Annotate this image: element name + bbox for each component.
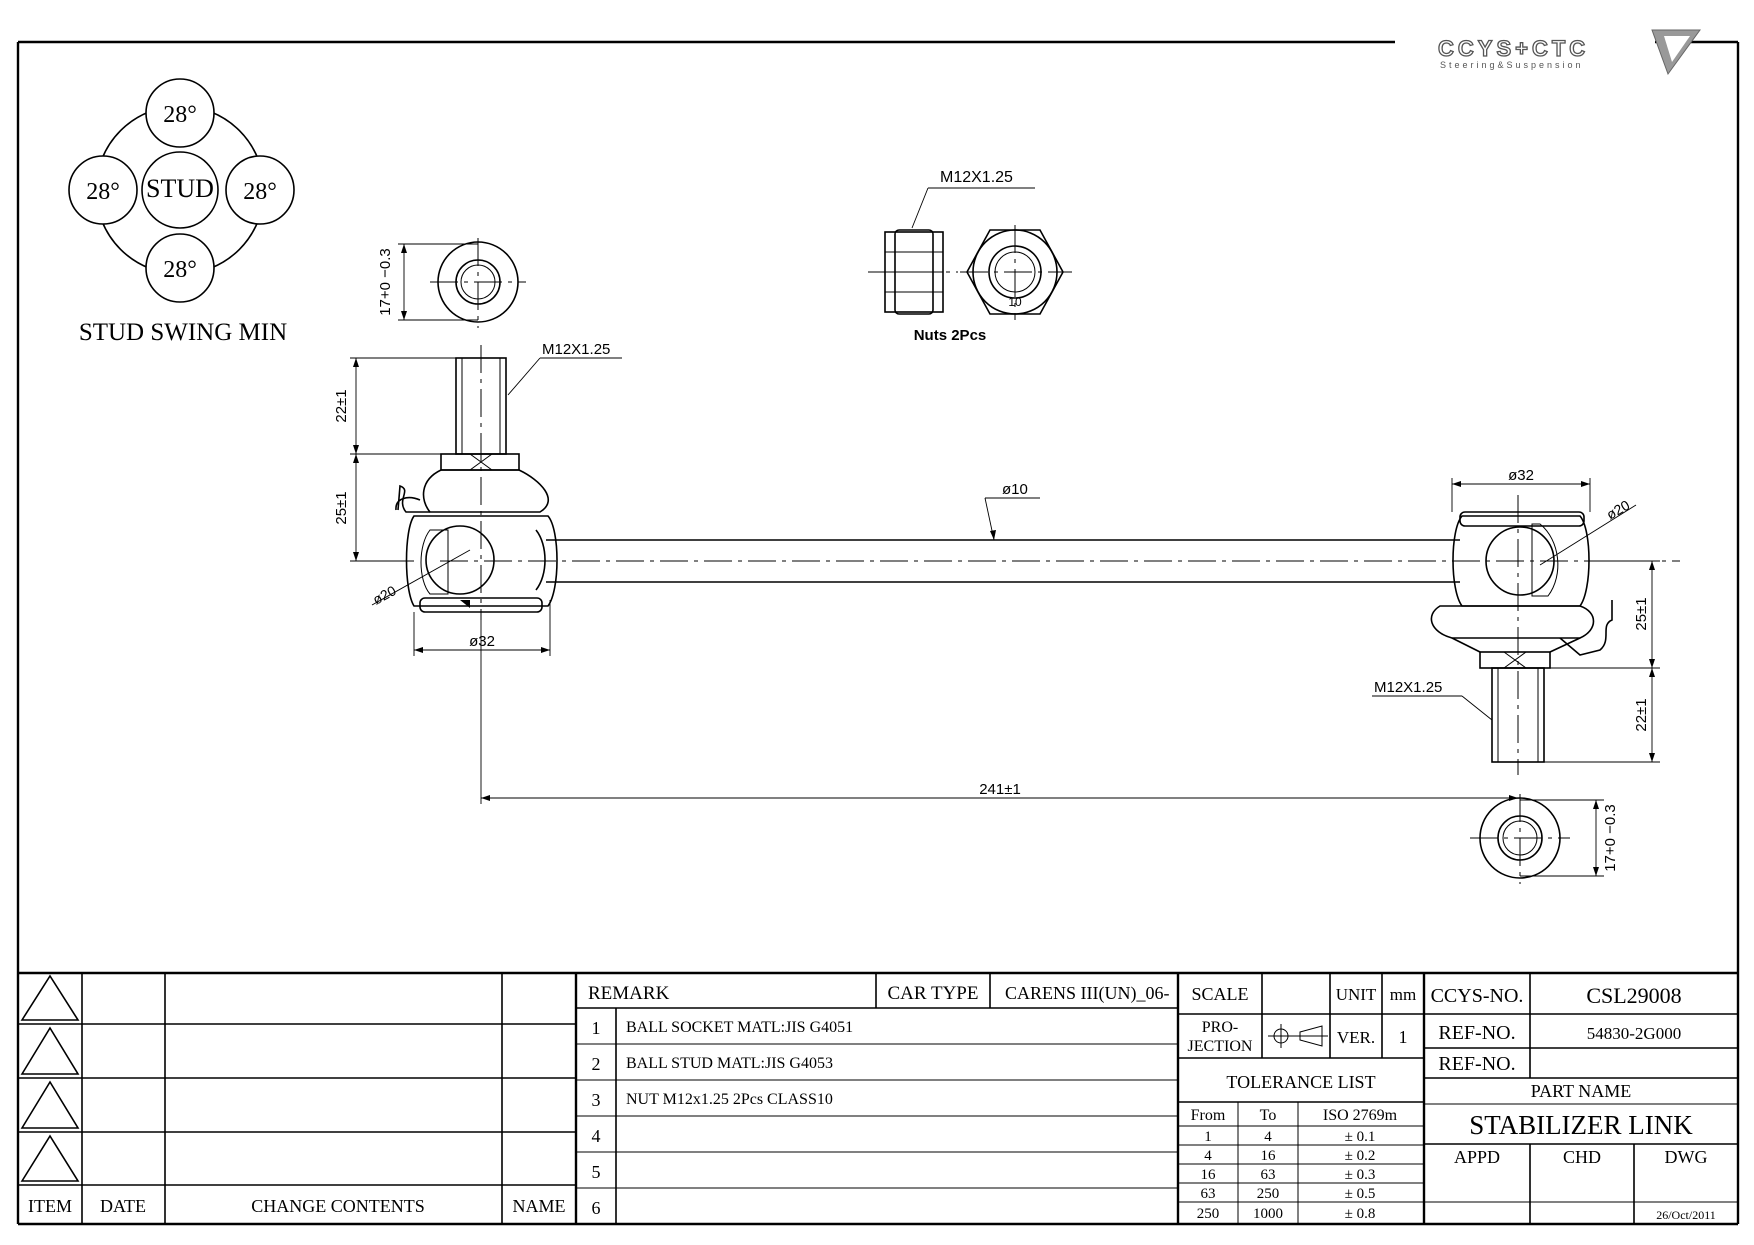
nut-thread-label: M12X1.25: [940, 169, 1013, 186]
tol-cell: 16: [1261, 1148, 1277, 1164]
dimension-annotations: M12X1.25 22±1 25±1 ø20 ø32 ø10 ø32 ø20: [333, 341, 1660, 804]
unit-value: mm: [1390, 985, 1416, 1004]
overall-length: 241±1: [979, 781, 1021, 798]
right-bushing-dim: 17+0 −0.3: [1602, 804, 1619, 872]
remark-no: 4: [592, 1126, 601, 1146]
tol-cell: 1: [1204, 1129, 1212, 1145]
ccys-no-value: CSL29008: [1586, 983, 1681, 1008]
tol-cell: ± 0.1: [1345, 1129, 1376, 1145]
tol-cell: 4: [1204, 1148, 1212, 1164]
tol-header-to: To: [1260, 1107, 1277, 1124]
car-type-value: CARENS III(UN)_06-: [1005, 983, 1169, 1004]
left-ball-joint: [395, 345, 558, 620]
tol-cell: ± 0.2: [1345, 1148, 1376, 1164]
tol-cell: ± 0.8: [1345, 1206, 1376, 1222]
left-height: 25±1: [333, 491, 350, 524]
remark-text: BALL SOCKET MATL:JIS G4051: [626, 1019, 853, 1036]
left-bushing-view: 17+0 −0.3: [377, 238, 526, 328]
projection-label-1: PRO-: [1202, 1019, 1238, 1036]
tol-header-from: From: [1191, 1107, 1226, 1124]
part-name-value: STABILIZER LINK: [1469, 1110, 1693, 1140]
part-info-block: CCYS-NO. CSL29008 REF-NO. 54830-2G000 RE…: [1424, 973, 1738, 1224]
part-name-label: PART NAME: [1531, 1081, 1631, 1101]
rev-header-name: NAME: [513, 1196, 566, 1216]
tol-cell: ± 0.5: [1345, 1186, 1376, 1202]
ref-no-label: REF-NO.: [1438, 1022, 1515, 1044]
tol-cell: 63: [1261, 1167, 1276, 1183]
appd-label: APPD: [1454, 1147, 1500, 1167]
remarks-table: REMARK CAR TYPE CARENS III(UN)_06- 1 BAL…: [576, 973, 1178, 1224]
left-thread-length: 22±1: [333, 389, 350, 422]
stabilizer-rod: [440, 539, 1680, 583]
remark-no: 6: [592, 1198, 601, 1218]
swing-angle-left: 28°: [86, 179, 120, 205]
title-block: ITEM DATE CHANGE CONTENTS NAME REMARK CA…: [18, 971, 1738, 1224]
left-thread-label: M12X1.25: [542, 341, 610, 358]
right-thread-label: M12X1.25: [1374, 679, 1442, 696]
revision-triangle-icon: [20, 1134, 80, 1182]
revision-triangle-icon: [20, 974, 80, 1021]
remark-no: 2: [592, 1054, 601, 1074]
rev-header-change: CHANGE CONTENTS: [251, 1196, 425, 1216]
right-outer-dia: ø32: [1508, 467, 1534, 484]
tolerance-title: TOLERANCE LIST: [1226, 1072, 1375, 1092]
tol-cell: 63: [1201, 1186, 1216, 1202]
remark-header: REMARK: [588, 983, 670, 1004]
swing-center-label: STUD: [146, 174, 214, 203]
chd-label: CHD: [1563, 1147, 1601, 1167]
remark-text: NUT M12x1.25 2Pcs CLASS10: [626, 1091, 833, 1108]
ver-value: 1: [1399, 1027, 1408, 1047]
nut-views: M12X1.25 10 Nuts 2Pcs: [868, 169, 1072, 344]
tol-cell: 16: [1201, 1167, 1217, 1183]
tol-cell: 250: [1257, 1186, 1280, 1202]
remark-no: 1: [592, 1018, 601, 1038]
right-ball-joint: [1430, 495, 1613, 775]
revision-triangle-icon: [20, 1080, 80, 1129]
left-bushing-dim: 17+0 −0.3: [377, 248, 394, 316]
nut-size-label: 10: [1008, 295, 1022, 309]
right-thread-length: 22±1: [1633, 698, 1650, 731]
left-outer-dia: ø32: [469, 633, 495, 650]
nuts-caption: Nuts 2Pcs: [914, 327, 987, 344]
sheet-border: [16, 40, 1740, 1226]
scale-label: SCALE: [1191, 984, 1248, 1004]
projection-symbol-icon: [1268, 1024, 1328, 1048]
swing-angle-right: 28°: [243, 179, 277, 205]
tol-cell: 250: [1197, 1206, 1220, 1222]
tol-cell: 4: [1264, 1129, 1272, 1145]
ref-no-value: 54830-2G000: [1587, 1024, 1681, 1043]
unit-label: UNIT: [1336, 985, 1377, 1004]
rev-header-date: DATE: [100, 1196, 146, 1216]
ref-no2-label: REF-NO.: [1438, 1053, 1515, 1075]
swing-caption: STUD SWING MIN: [79, 319, 287, 346]
ver-label: VER.: [1337, 1028, 1375, 1047]
drawing-date: 26/Oct/2011: [1656, 1208, 1716, 1222]
revision-triangle-icon: [20, 1026, 80, 1075]
car-type-label: CAR TYPE: [888, 983, 979, 1004]
logo-tagline: Steering&Suspension: [1440, 60, 1584, 70]
rod-dia: ø10: [1002, 481, 1028, 498]
company-logo: CCYS+CTC Steering&Suspension: [1437, 29, 1701, 76]
tol-cell: 1000: [1253, 1206, 1283, 1222]
remark-no: 5: [592, 1162, 601, 1182]
swing-angle-top: 28°: [163, 102, 197, 128]
remark-no: 3: [592, 1090, 601, 1110]
tol-header-iso: ISO 2769m: [1323, 1107, 1398, 1124]
tol-cell: ± 0.3: [1345, 1167, 1376, 1183]
stud-swing-diagram: 28° 28° STUD 28° 28° STUD SWING MIN: [68, 78, 295, 346]
rev-header-item: ITEM: [28, 1196, 72, 1216]
right-bushing-view: 17+0 −0.3: [1470, 794, 1619, 884]
scale-tolerance-block: SCALE UNIT mm PRO- JECTION VER. 1 TOLERA…: [1176, 973, 1426, 1224]
logo-brand: CCYS+CTC: [1438, 36, 1589, 61]
right-ball-dia: ø20: [1604, 497, 1633, 523]
dwg-label: DWG: [1665, 1147, 1708, 1167]
ccys-no-label: CCYS-NO.: [1431, 985, 1524, 1007]
right-height: 25±1: [1633, 597, 1650, 630]
revision-table: ITEM DATE CHANGE CONTENTS NAME: [18, 973, 578, 1224]
swing-angle-bottom: 28°: [163, 257, 197, 283]
projection-label-2: JECTION: [1188, 1038, 1253, 1055]
remark-text: BALL STUD MATL:JIS G4053: [626, 1055, 833, 1072]
